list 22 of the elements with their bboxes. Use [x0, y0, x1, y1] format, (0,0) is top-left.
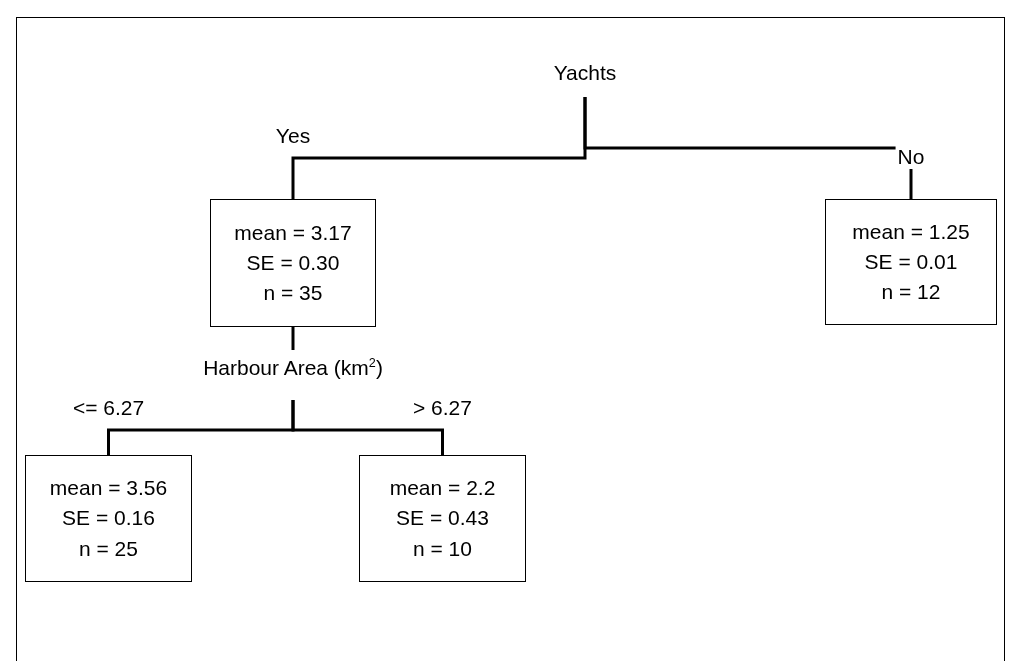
edge-label: No	[895, 145, 927, 169]
split-variable-label: Yachts	[553, 60, 617, 86]
node-statistic: mean = 1.25	[852, 219, 970, 244]
node-statistic: mean = 3.17	[234, 220, 352, 245]
split-variable-label: Harbour Area (km$^{2}$)	[203, 355, 383, 381]
connector-line	[291, 400, 444, 455]
node-statistic: SE = 0.01	[864, 249, 958, 275]
node-statistic: mean = 2.2	[389, 476, 496, 501]
leaf-node-box	[359, 455, 526, 582]
node-statistic: n = 25	[79, 536, 138, 561]
node-statistic: n = 35	[263, 281, 323, 306]
leaf-node-box	[25, 455, 192, 582]
node-statistic: n = 12	[881, 280, 941, 305]
leaf-node-box	[825, 199, 997, 325]
node-statistic: SE = 0.30	[246, 250, 340, 276]
connector-line	[291, 327, 295, 350]
node-statistic: SE = 0.16	[62, 506, 155, 531]
node-statistic: mean = 3.56	[49, 476, 168, 501]
leaf-node-box	[210, 199, 376, 327]
node-statistic: SE = 0.43	[396, 506, 489, 531]
node-statistic: n = 10	[413, 536, 472, 561]
connector-line	[583, 97, 913, 199]
